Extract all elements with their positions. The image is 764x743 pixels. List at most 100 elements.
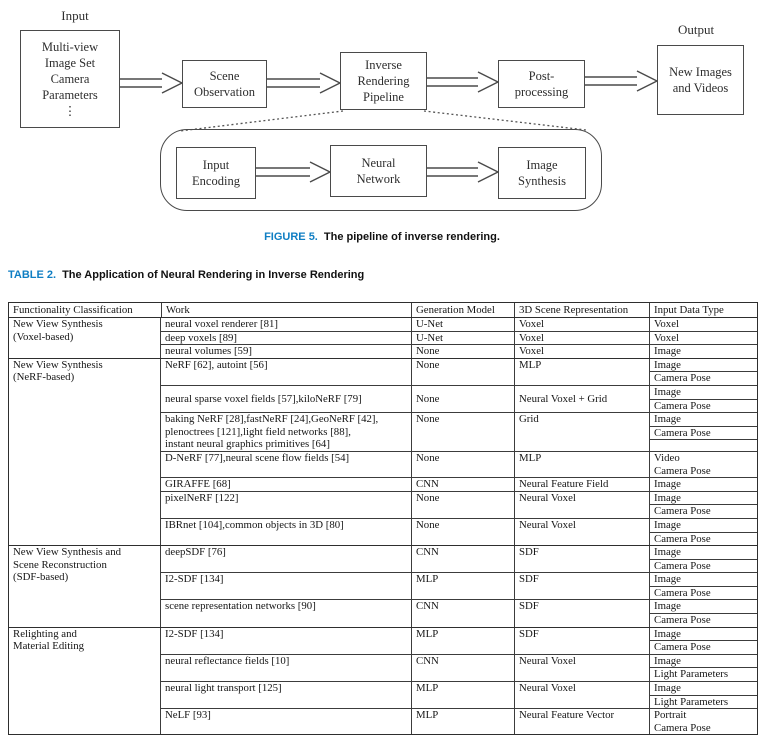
input-type-line: Camera Pose bbox=[650, 558, 757, 573]
input-type-line: Image bbox=[654, 478, 681, 491]
input-type-line: Image bbox=[654, 627, 681, 640]
figure-caption: FIGURE 5.The pipeline of inverse renderi… bbox=[0, 231, 764, 243]
figure-box-neural-network: Neural Network bbox=[330, 145, 427, 197]
expansion-dotted-line bbox=[179, 110, 344, 132]
generation-model-cell: CNN bbox=[411, 654, 514, 682]
scene-representation-cell: Neural Voxel bbox=[514, 518, 649, 546]
input-type-cell: Image bbox=[649, 478, 757, 491]
input-type-line bbox=[650, 439, 757, 451]
input-type-line: Camera Pose bbox=[650, 371, 757, 385]
input-type-cell: Voxel bbox=[649, 318, 757, 331]
work-row: D-NeRF [77],neural scene flow fields [54… bbox=[161, 450, 757, 478]
input-type-line: Video bbox=[654, 451, 680, 464]
figure-box-image-synthesis: Image Synthesis bbox=[498, 147, 586, 199]
work-cell: I2-SDF [134] bbox=[165, 627, 224, 640]
flow-arrow bbox=[120, 72, 184, 94]
input-type-line: Camera Pose bbox=[650, 640, 757, 654]
figure-box-input-data: Multi-view Image Set Camera Parameters ⋮ bbox=[20, 30, 120, 128]
input-type-line: Image bbox=[654, 345, 681, 358]
column-header: 3D Scene Representation bbox=[514, 303, 649, 317]
scene-representation-cell: Neural Voxel + Grid bbox=[514, 385, 649, 413]
functionality-cell: New View Synthesis (NeRF-based) bbox=[9, 358, 161, 546]
table-body: New View Synthesis (Voxel-based)neural v… bbox=[9, 318, 757, 735]
figure-box-inverse-rendering-pipeline: Inverse Rendering Pipeline bbox=[340, 52, 427, 110]
scene-representation-cell: Neural Voxel bbox=[514, 654, 649, 682]
scene-representation-cell: Neural Feature Field bbox=[514, 478, 649, 491]
input-type-line: Image bbox=[654, 413, 681, 426]
input-type-line: Camera Pose bbox=[650, 585, 757, 600]
work-cell: NeRF [62], autoint [56] bbox=[165, 358, 268, 371]
input-type-line: Light Parameters bbox=[650, 694, 757, 709]
work-cell: GIRAFFE [68] bbox=[165, 478, 231, 491]
table-caption: TABLE 2. The Application of Neural Render… bbox=[8, 269, 364, 281]
generation-model-cell: None bbox=[411, 413, 514, 451]
input-type-line: Image bbox=[654, 385, 681, 398]
generation-model-cell: None bbox=[411, 518, 514, 546]
pipeline-detail-group bbox=[160, 129, 602, 211]
table-caption-text: The Application of Neural Rendering in I… bbox=[62, 269, 365, 281]
generation-model-cell: None bbox=[411, 345, 514, 358]
work-cell: D-NeRF [77],neural scene flow fields [54… bbox=[165, 451, 350, 464]
output-label: Output bbox=[677, 22, 715, 37]
work-cell: I2-SDF [134] bbox=[165, 573, 224, 586]
input-type-line: Image bbox=[654, 654, 681, 667]
input-type-line: Image bbox=[654, 358, 681, 371]
input-type-line: Image bbox=[654, 546, 681, 559]
column-header: Generation Model bbox=[411, 303, 514, 317]
column-header: Work bbox=[161, 303, 411, 317]
figure-box-input-encoding: Input Encoding bbox=[176, 147, 256, 199]
work-row: neural sparse voxel fields [57],kiloNeRF… bbox=[161, 384, 757, 413]
input-type-line: Voxel bbox=[654, 331, 679, 344]
input-type-line: Camera Pose bbox=[654, 721, 711, 734]
scene-representation-cell: Voxel bbox=[514, 331, 649, 345]
work-cell: neural voxel renderer [81] bbox=[165, 318, 279, 330]
work-cell: NeLF [93] bbox=[165, 709, 211, 722]
flow-arrow bbox=[267, 72, 342, 94]
table-caption-label: TABLE 2. bbox=[8, 269, 57, 281]
scene-representation-cell: Voxel bbox=[514, 345, 649, 358]
input-type-cell: Voxel bbox=[649, 331, 757, 345]
table-section: New View Synthesis and Scene Reconstruct… bbox=[9, 545, 757, 627]
scene-representation-cell: Grid bbox=[514, 413, 649, 451]
column-header: Input Data Type bbox=[649, 303, 757, 317]
generation-model-cell: None bbox=[411, 385, 514, 413]
work-cell: pixelNeRF [122] bbox=[165, 491, 239, 504]
generation-model-cell: MLP bbox=[411, 682, 514, 709]
generation-model-cell: MLP bbox=[411, 627, 514, 654]
work-cell: neural light transport [125] bbox=[165, 682, 282, 695]
figure-caption-text: The pipeline of inverse rendering. bbox=[323, 231, 500, 243]
scene-representation-cell: SDF bbox=[514, 600, 649, 627]
input-type-line: Image bbox=[654, 518, 681, 531]
scene-representation-cell: Neural Voxel bbox=[514, 491, 649, 518]
input-label: Input bbox=[61, 8, 89, 23]
input-type-line: Camera Pose bbox=[654, 464, 711, 477]
figure-5-diagram: Input Output Multi-view Image Set Camera… bbox=[0, 0, 764, 250]
input-type-line: Camera Pose bbox=[650, 504, 757, 518]
scene-representation-cell: Neural Voxel bbox=[514, 682, 649, 709]
work-cell: IBRnet [104],common objects in 3D [80] bbox=[165, 518, 344, 531]
